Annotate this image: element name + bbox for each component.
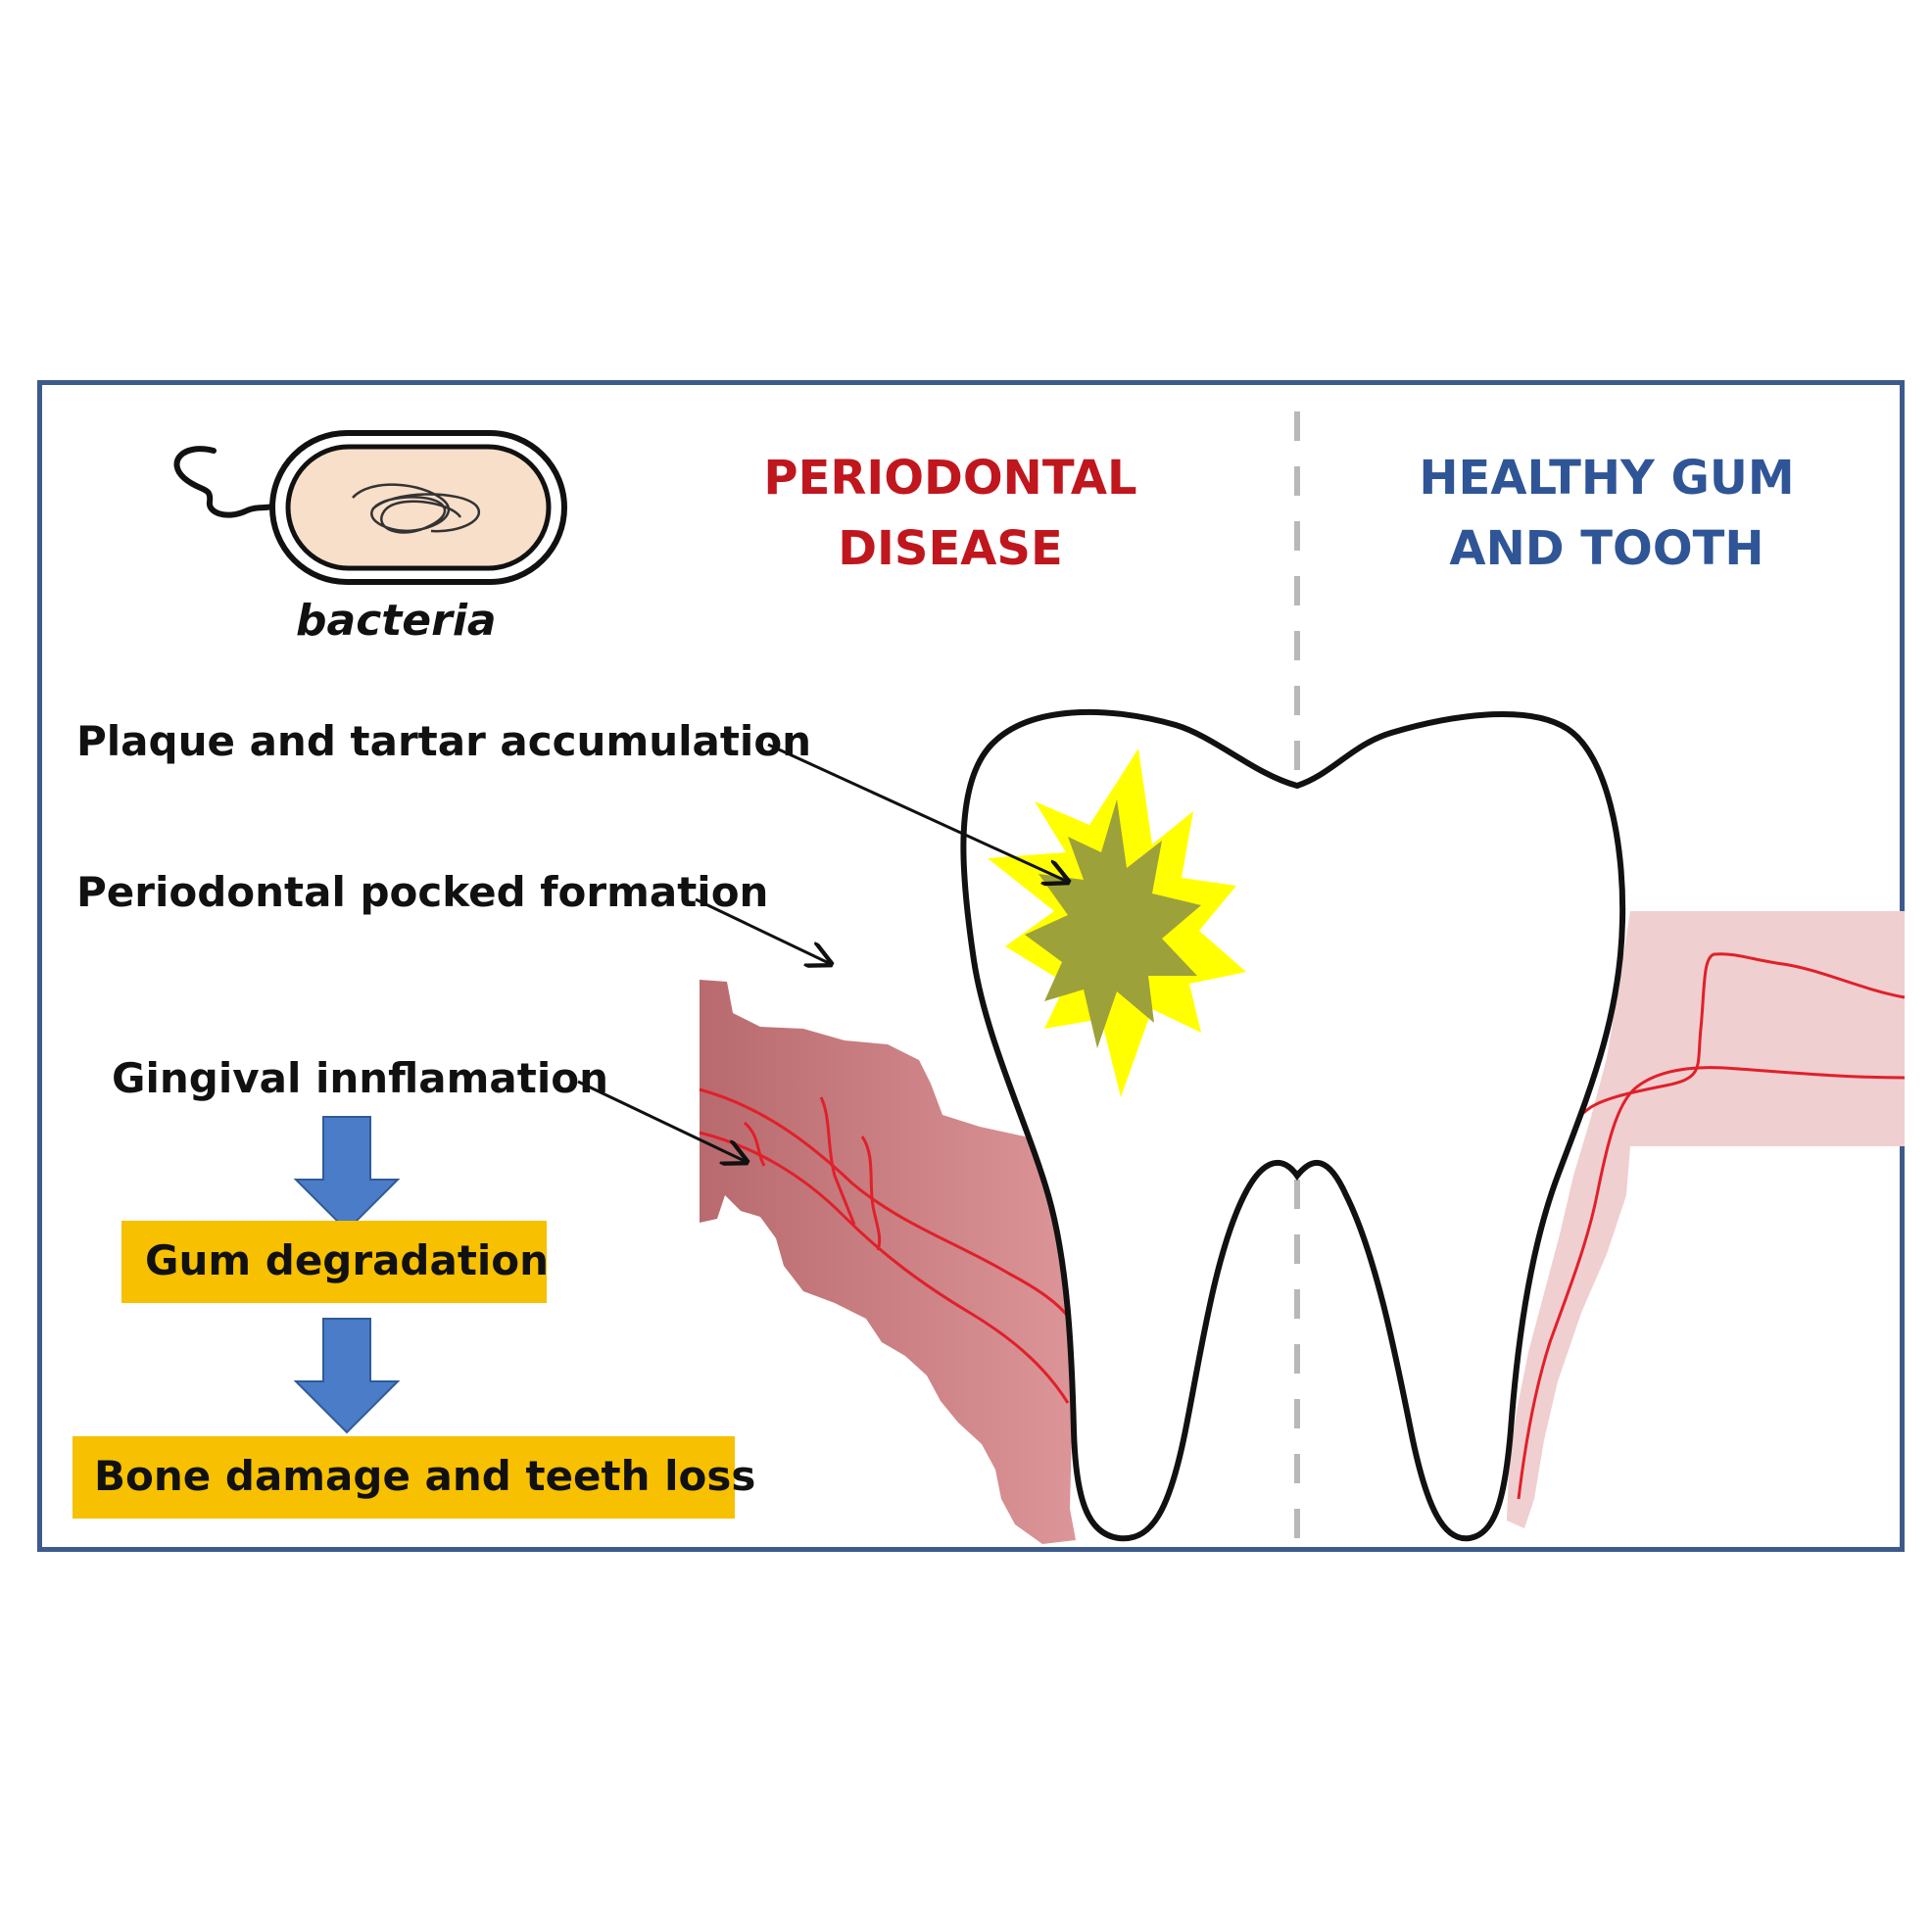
label-gingival: Gingival innflamation [112,1054,608,1102]
step-box-bone-damage: Bone damage and teeth loss [72,1436,755,1519]
flow-arrow-down-icon [293,1116,401,1232]
disease-title-line1: PERIODONTAL [763,451,1137,506]
bacteria-icon [173,430,567,585]
pointer-arrows [577,743,1068,1162]
bacteria-caption: bacteria [296,596,497,646]
blood-vessels-left [699,1087,1072,1404]
flow-arrows [293,1116,401,1434]
arrow-pocket [695,897,831,964]
healthy-title-line2: AND TOOTH [1449,521,1764,576]
healthy-title-line1: HEALTHY GUM [1419,451,1795,506]
step-label-bone-damage: Bone damage and teeth loss [94,1452,756,1500]
plaque-burst [988,749,1246,1097]
healthy-title: HEALTHY GUM AND TOOTH [1391,443,1822,584]
arrow-gingival [577,1080,747,1162]
disease-title: PERIODONTAL DISEASE [745,443,1156,584]
label-plaque: Plaque and tartar accumulation [76,717,812,765]
healthy-gum [1507,911,1905,1528]
inflamed-gum [700,980,1076,1544]
step-label-gum-degradation: Gum degradation [145,1236,550,1284]
disease-title-line2: DISEASE [838,521,1063,576]
step-box-gum-degradation: Gum degradation [121,1221,550,1303]
label-pocket: Periodontal pocked formation [76,868,769,916]
blood-vessels-right [1517,952,1906,1500]
arrow-plaque [767,743,1068,882]
flow-arrow-down-icon [293,1318,401,1434]
